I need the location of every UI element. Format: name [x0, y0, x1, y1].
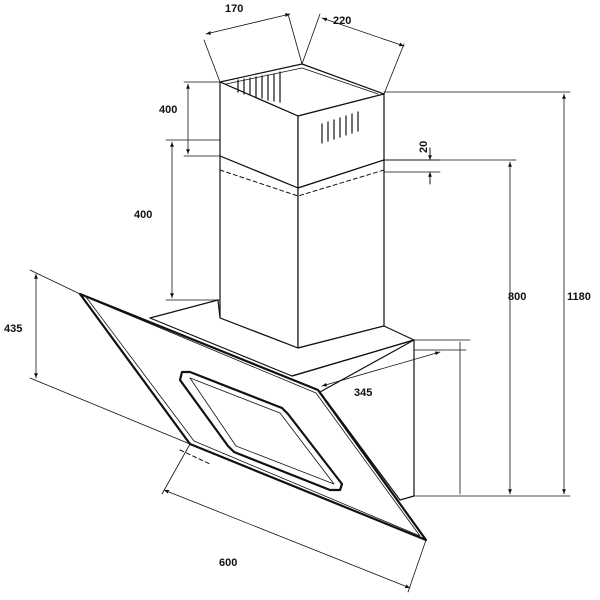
overlap-line — [219, 169, 385, 197]
dim-hood-width: 600 — [219, 557, 237, 569]
dimension-labels: 170 220 400 400 20 435 345 800 1180 600 — [4, 3, 591, 569]
glass-panel-inner-edge — [85, 296, 421, 537]
vent-slots-right — [321, 111, 359, 144]
dim-min-height: 800 — [508, 291, 526, 303]
dim-chimney-depth: 220 — [333, 15, 351, 27]
dim-upper-chimney-height: 400 — [159, 104, 177, 116]
filter-window-inner — [189, 377, 335, 485]
dim-hood-depth: 345 — [354, 387, 372, 399]
panel-bottom-dotted — [179, 449, 211, 465]
chimney-top-rim — [225, 67, 379, 95]
dim-lower-chimney-height: 400 — [134, 209, 152, 221]
dimension-lines — [29, 13, 571, 593]
dim-hood-height: 435 — [4, 323, 22, 335]
dim-chimney-width: 170 — [225, 3, 243, 15]
chimney — [219, 63, 385, 349]
chimney-lower-left-face — [219, 155, 299, 349]
dim-overlap: 20 — [418, 141, 430, 153]
dim-max-height: 1180 — [567, 291, 591, 303]
vent-slots-left — [237, 71, 281, 103]
chimney-lower-right-face — [297, 159, 385, 349]
